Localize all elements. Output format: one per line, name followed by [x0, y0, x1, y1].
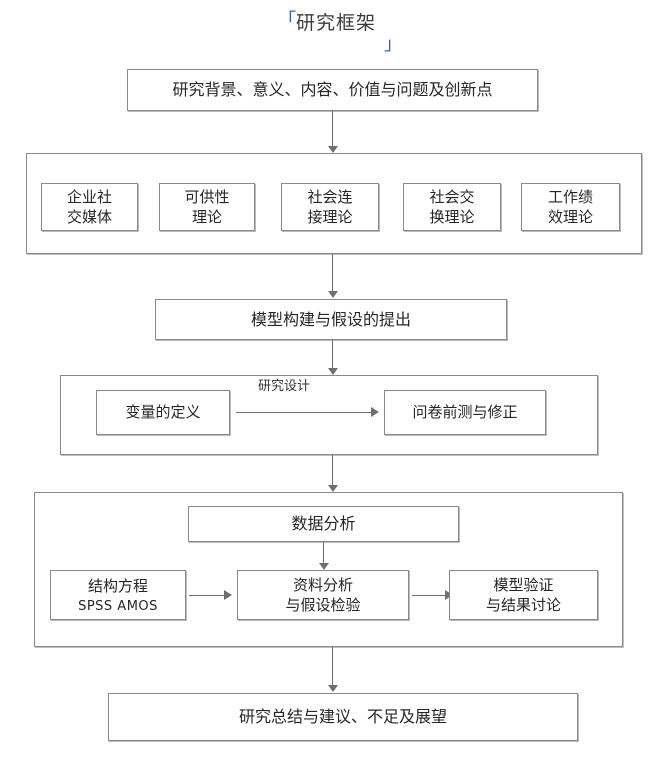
- connector-analysis-to-conclusion: [332, 647, 333, 686]
- node-variable-definition[interactable]: 变量的定义: [96, 390, 230, 435]
- node-data-analysis-hypothesis[interactable]: 资料分析 与假设检验: [237, 570, 409, 620]
- title-close-bracket-icon: 」: [384, 34, 402, 55]
- arrow-down-icon-1: [328, 146, 338, 153]
- connector-design-to-analysis: [332, 455, 333, 487]
- connector-middle-to-validation: [412, 595, 446, 596]
- connector-dataheader-to-middle: [323, 542, 324, 564]
- node-conclusion[interactable]: 研究总结与建议、不足及展望: [108, 693, 578, 741]
- node-conclusion-label: 研究总结与建议、不足及展望: [238, 707, 447, 727]
- node-model-construction-label: 模型构建与假设的提出: [250, 309, 411, 329]
- arrow-down-icon-3: [328, 368, 338, 375]
- edge-label-research-design: 研究设计: [258, 379, 311, 394]
- node-model-validation[interactable]: 模型验证 与结果讨论: [449, 570, 598, 620]
- connector-structural-to-middle: [189, 595, 225, 596]
- node-model-validation-label: 模型验证 与结果讨论: [485, 575, 561, 614]
- theory-box-3-label: 社会连 接理论: [307, 187, 353, 226]
- arrow-down-icon-6: [328, 685, 338, 692]
- node-questionnaire-pretest-label: 问卷前测与修正: [412, 403, 518, 422]
- node-model-construction[interactable]: 模型构建与假设的提出: [155, 299, 507, 340]
- theory-box-2-label: 可供性 理论: [184, 187, 230, 226]
- node-variable-definition-label: 变量的定义: [125, 403, 201, 422]
- theory-box-2[interactable]: 可供性 理论: [159, 183, 255, 231]
- theory-box-4[interactable]: 社会交 换理论: [403, 183, 501, 231]
- connector-model-to-design: [332, 340, 333, 369]
- theory-box-1-label: 企业社 交媒体: [66, 187, 112, 226]
- title-open-bracket-icon: 「: [277, 10, 296, 31]
- node-structural-equation[interactable]: 结构方程 SPSS AMOS: [50, 570, 186, 620]
- arrow-right-icon-2: [224, 590, 232, 600]
- node-data-analysis-header-label: 数据分析: [291, 514, 356, 534]
- arrow-down-icon-4: [328, 485, 338, 492]
- node-research-background-label: 研究背景、意义、内容、价值与问题及创新点: [172, 80, 493, 100]
- node-questionnaire-pretest[interactable]: 问卷前测与修正: [384, 390, 546, 435]
- node-research-background[interactable]: 研究背景、意义、内容、价值与问题及创新点: [127, 69, 538, 111]
- arrow-down-icon-2: [328, 291, 338, 298]
- theory-box-3[interactable]: 社会连 接理论: [281, 183, 379, 231]
- node-structural-equation-label: 结构方程: [87, 577, 148, 596]
- connector-variable-to-pretest: [236, 412, 372, 413]
- connector-theories-to-model: [332, 254, 333, 292]
- connector-background-to-theories: [332, 111, 333, 147]
- arrow-right-icon-1: [371, 407, 379, 417]
- theory-box-5[interactable]: 工作绩 效理论: [521, 183, 620, 231]
- node-structural-equation-tools: SPSS AMOS: [78, 598, 158, 614]
- diagram-title: 「 研究框架 」: [0, 8, 672, 56]
- theory-box-1[interactable]: 企业社 交媒体: [41, 183, 138, 231]
- node-data-analysis-hypothesis-label: 资料分析 与假设检验: [285, 575, 361, 614]
- theory-box-4-label: 社会交 换理论: [429, 187, 475, 226]
- arrow-down-icon-5: [319, 563, 329, 570]
- theory-box-5-label: 工作绩 效理论: [547, 187, 593, 226]
- title-text: 研究框架: [295, 12, 376, 34]
- node-data-analysis-header[interactable]: 数据分析: [188, 506, 459, 542]
